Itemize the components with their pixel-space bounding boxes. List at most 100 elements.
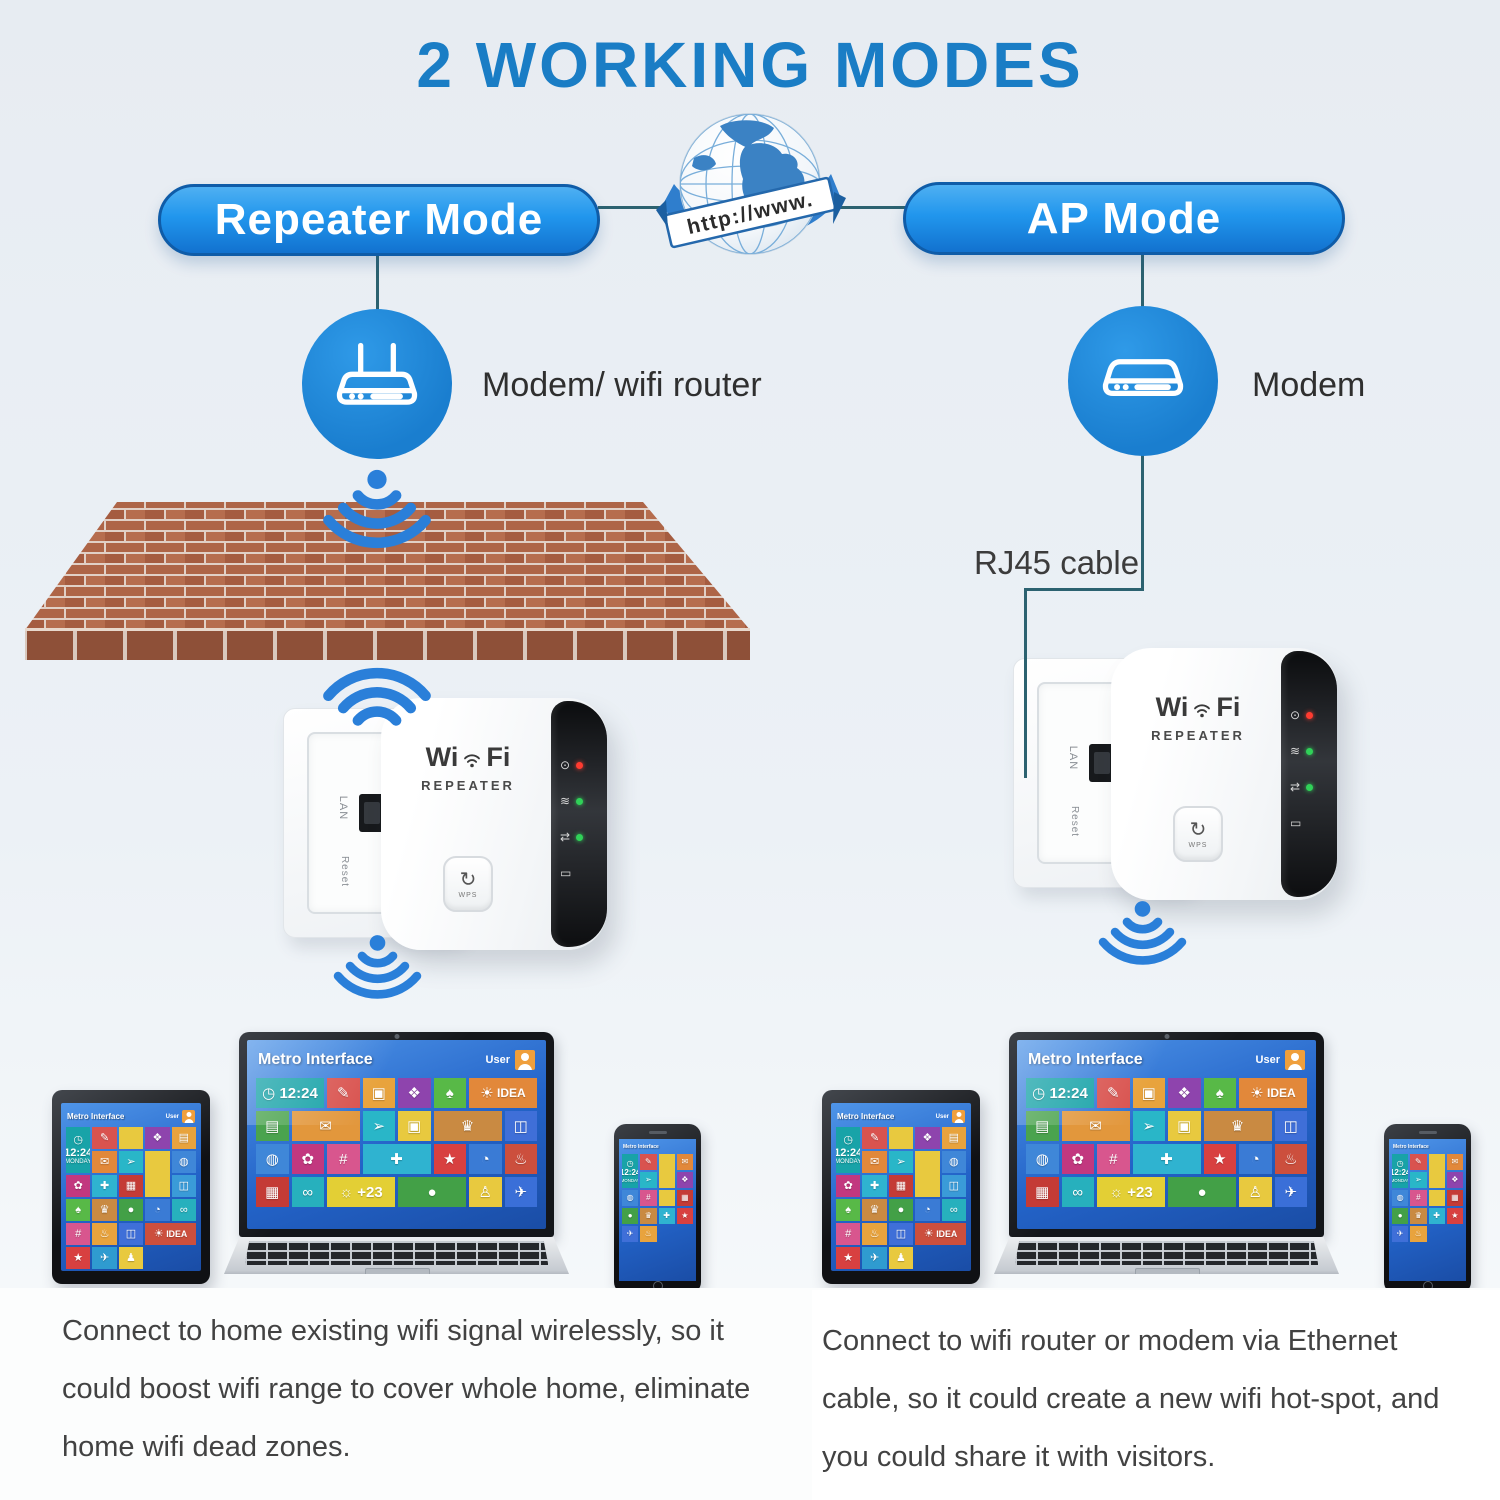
tablet-screen-title: Metro Interface [837,1112,895,1121]
webcam-icon [1164,1034,1169,1039]
metro-tile [915,1151,940,1197]
router-node-label: Modem/ wifi router [482,366,762,404]
phone-screen-title: Metro Interface [1393,1144,1429,1150]
metro-tile: ✈ [504,1177,537,1207]
metro-tile: ✚ [1428,1208,1445,1224]
wifi-indicator: ≋ [560,795,584,807]
metro-tile: ❖ [1446,1172,1463,1188]
metro-tile: ▦ [1446,1190,1463,1206]
tablet-user-label: User [935,1113,949,1120]
metro-tile: ◫ [504,1111,537,1141]
laptop-keyboard [994,1237,1339,1274]
wps-icon: ↻ [1189,818,1207,841]
keyboard-keys [1014,1241,1319,1265]
metro-tile: ☀ IDEA [915,1223,966,1245]
metro-tile: ★ [676,1208,693,1224]
link-icon: ⇄ [1290,780,1301,794]
metro-tile: ♨ [504,1144,537,1174]
connector-line-globe-to-pill-right [832,206,906,209]
metro-tile: ✉ [862,1151,887,1173]
metro-tile: ★ [66,1247,91,1269]
metro-tile: ➢ [1410,1172,1427,1188]
link-led [576,833,584,841]
metro-tile: ✈ [1274,1177,1307,1207]
metro-tile [888,1127,914,1149]
laptop: Metro Interface User ◷ 12:24✎▣❖♠☀ IDEA▤✉… [224,1032,569,1284]
tablet-screen-title: Metro Interface [67,1112,125,1121]
bottom-panel-right [812,1290,1500,1500]
metro-tile: ● [118,1199,144,1221]
metro-tile: ✉ [1061,1111,1130,1141]
metro-tile: ✚ [658,1208,675,1224]
laptop-tile-grid: ◷ 12:24✎▣❖♠☀ IDEA▤✉➢▣♛◫◍✿#✚★◔♨▦∞☼ +23●♙✈ [256,1078,537,1207]
modem-node-label: Modem [1252,366,1366,404]
metro-tile: ◫ [941,1175,966,1197]
lan-port-hole [364,802,380,824]
logo-fi: Fi [486,742,511,772]
wifi-led [1306,747,1314,755]
metro-tile: ✿ [291,1144,324,1174]
metro-tile: ∞ [941,1199,966,1221]
metro-tile: ♠ [66,1199,91,1221]
laptop-keyboard [224,1237,569,1274]
metro-tile: ➢ [888,1151,914,1173]
logo-repeater-text: REPEATER [1151,728,1245,743]
wps-label: WPS [1188,841,1208,849]
metro-tile: ● [888,1199,914,1221]
lan-icon: ▭ [1290,816,1302,830]
metro-tile: ✈ [862,1247,887,1269]
metro-tile: ➢ [362,1111,395,1141]
metro-tile: ✈ [622,1226,639,1242]
repeater-body: ⊙ ≋ ⇄ ▭ Wi Fi [381,698,607,950]
metro-tile: ● [622,1208,639,1224]
metro-tile: ● [398,1177,466,1207]
metro-tile: ★ [1446,1208,1463,1224]
metro-tile: ❖ [398,1078,431,1108]
laptop-user-label: User [485,1054,510,1066]
phone-screen-title: Metro Interface [623,1144,659,1150]
metro-tile: ◔ [915,1199,940,1221]
laptop-user: User [1256,1050,1305,1070]
metro-tile: ✉ [676,1154,693,1170]
metro-tile: ▦ [888,1175,914,1197]
repeater-body: ⊙ ≋ ⇄ ▭ Wi Fi [1111,648,1337,900]
metro-tile: # [66,1223,91,1245]
wifi-led [576,797,584,805]
metro-tile: ♠ [433,1078,466,1108]
metro-tile [118,1127,144,1149]
metro-tile: ☼ +23 [1097,1177,1165,1207]
link-icon: ⇄ [560,830,571,844]
metro-tile: ✎ [1097,1078,1130,1108]
lan-port-label: LAN [337,795,350,821]
phone-speaker-icon [648,1131,667,1134]
metro-tile: ✚ [92,1175,117,1197]
phone-speaker-icon [1418,1131,1437,1134]
wifi-repeater-device: LAN Reset ⊙ ≋ ⇄ ▭ Wi [1013,648,1343,903]
metro-tile: ◷ 12:24 [256,1078,324,1108]
repeater-mode-description: Connect to home existing wifi signal wir… [62,1315,751,1463]
ap-mode-description: Connect to wifi router or modem via Ethe… [822,1325,1440,1473]
wifi-signal-up-icon [318,652,436,748]
rj45-cable-line-to-repeater [1024,588,1027,778]
metro-tile: # [1410,1190,1427,1206]
metro-tile: ♛ [862,1199,887,1221]
avatar [515,1050,535,1070]
metro-tile: ▤ [171,1127,196,1149]
metro-tile: ➢ [118,1151,144,1173]
metro-tile: ★ [836,1247,861,1269]
metro-tile: ▦ [118,1175,144,1197]
metro-tile: ➢ [640,1172,657,1188]
laptop-screen-title: Metro Interface [1028,1051,1143,1068]
metro-tile: ♨ [1410,1226,1427,1242]
metro-tile: ☀ IDEA [469,1078,537,1108]
metro-tile: ❖ [145,1127,170,1149]
metro-tile: # [640,1190,657,1206]
metro-tile: # [1097,1144,1130,1174]
metro-tile: ✉ [1446,1154,1463,1170]
